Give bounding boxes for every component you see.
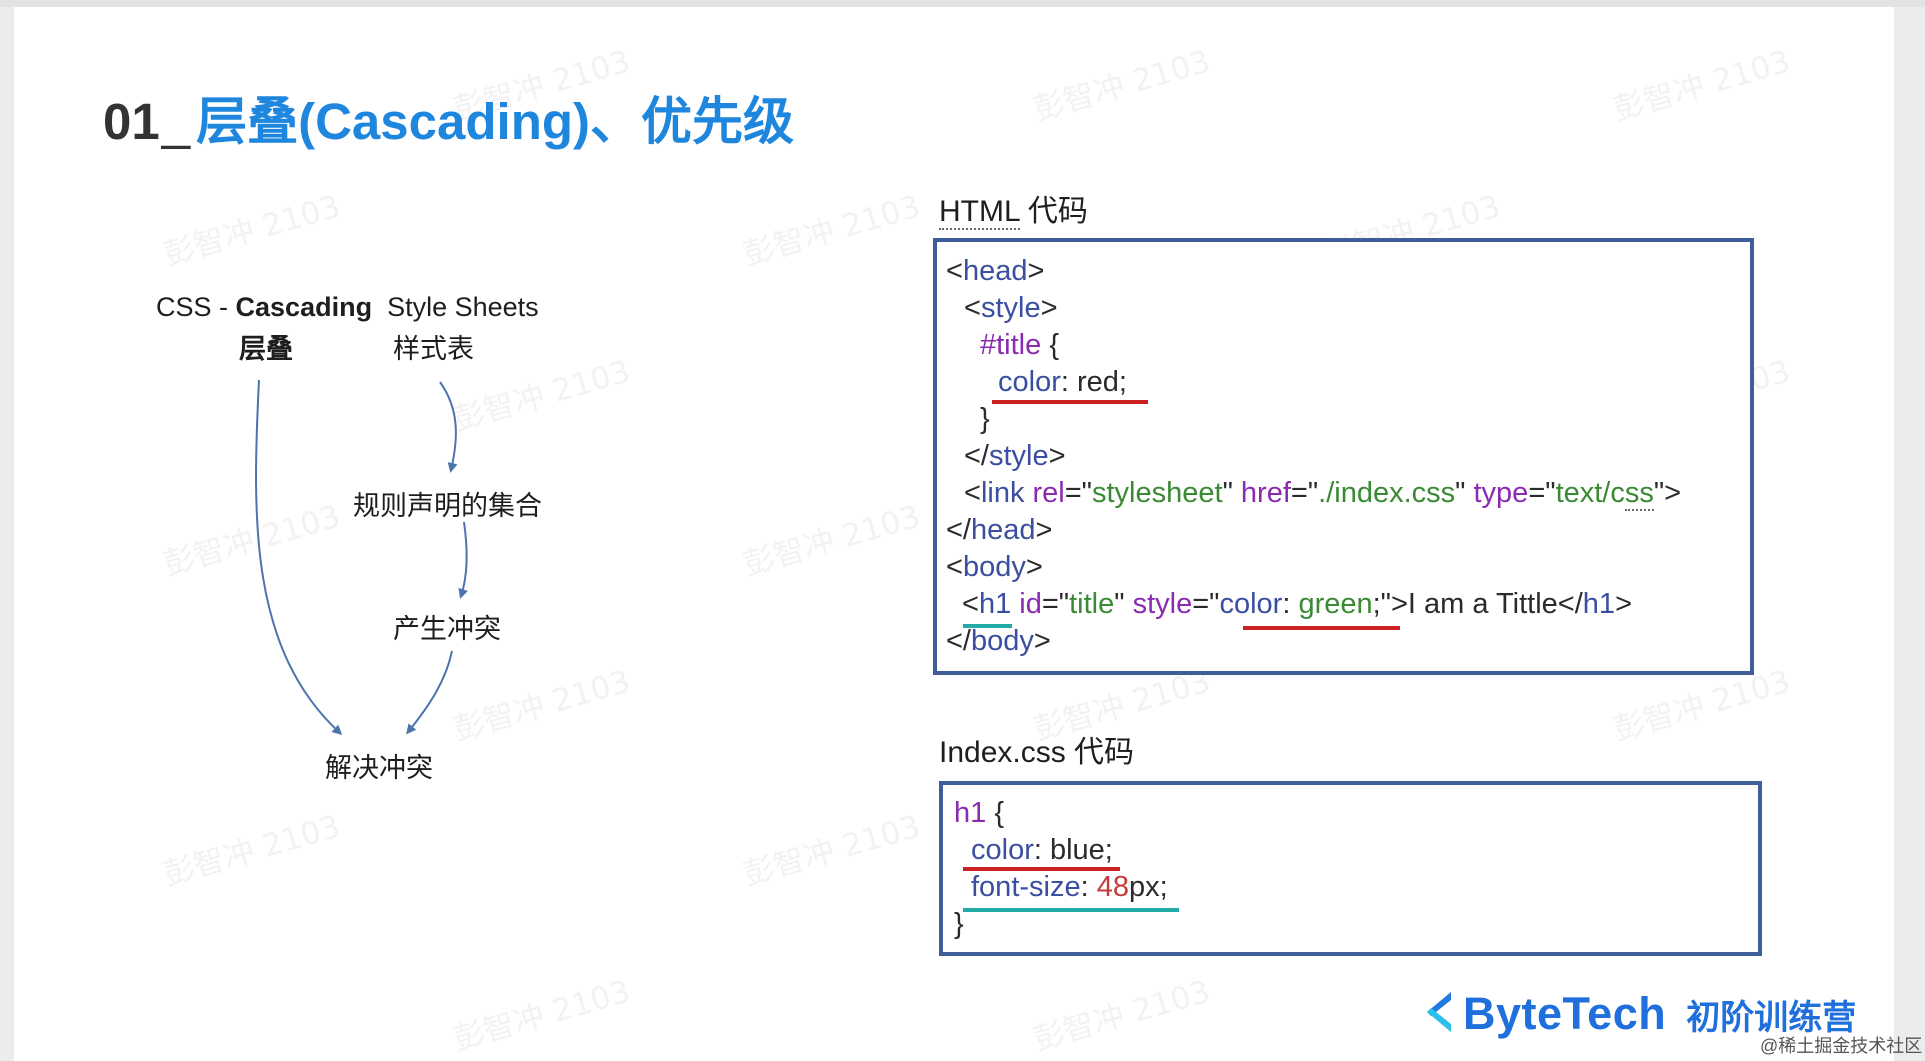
arrow-rules-to-conflict — [458, 521, 468, 599]
html-code-heading-word: HTML — [939, 195, 1020, 230]
top-border — [0, 0, 1925, 7]
rules-collection-label: 规则声明的集合 — [353, 491, 542, 521]
arrow-conflict-to-resolve — [406, 650, 453, 735]
stylesheets-cn-label: 样式表 — [393, 334, 474, 364]
slide-title: 01_层叠(Cascading)、优先级 — [103, 80, 794, 154]
conflict-label: 产生冲突 — [393, 614, 501, 644]
title-separator: _ — [161, 93, 191, 150]
underline-inline-color-green — [1243, 626, 1400, 630]
css-definition-label: CSS - Cascading Style Sheets — [156, 292, 539, 323]
html-line-7: <link rel="stylesheet" href="./index.css… — [964, 477, 1682, 511]
css-line-4: } — [954, 908, 964, 940]
css-line-2: color: blue; — [971, 834, 1113, 866]
underline-title-color-red — [992, 400, 1148, 404]
bytetech-logo: ByteTech 初阶训练营 — [1425, 988, 1856, 1040]
html-line-3: #title { — [980, 329, 1060, 361]
brand-program: 初阶训练营 — [1686, 998, 1857, 1037]
cascading-cn-label: 层叠 — [239, 334, 293, 364]
html-line-1: <head> — [946, 255, 1045, 287]
html-line-4: color: red; — [998, 366, 1127, 398]
style-sheets-word: Style Sheets — [387, 292, 539, 322]
source-credit: @稀土掘金技术社区 — [1760, 1036, 1923, 1056]
html-code-heading: HTML 代码 — [939, 186, 1088, 230]
cascading-word: Cascading — [235, 292, 373, 322]
html-line-11: </body> — [946, 625, 1051, 657]
css-prefix: CSS - — [156, 292, 236, 322]
html-line-8: </head> — [946, 514, 1053, 546]
html-line-6: </style> — [964, 440, 1066, 472]
html-line-5: } — [980, 403, 990, 435]
html-code-box — [933, 238, 1754, 675]
arrow-cascading-to-resolve — [255, 379, 343, 736]
title-text: 层叠(Cascading)、优先级 — [196, 93, 794, 150]
brand-name: ByteTech — [1463, 988, 1667, 1039]
underline-h1-color-blue — [963, 867, 1120, 871]
resolve-label: 解决冲突 — [325, 753, 433, 783]
css-line-1: h1 { — [954, 797, 1005, 829]
arrow-stylesheets-to-rules — [439, 381, 458, 473]
html-code-heading-suffix: 代码 — [1019, 195, 1088, 228]
css-code-heading: Index.css 代码 — [939, 736, 1135, 769]
title-number: 01 — [103, 93, 160, 150]
css-line-3: font-size: 48px; — [971, 871, 1168, 903]
underline-h1-tag — [963, 624, 1012, 628]
bytetech-logo-icon — [1427, 992, 1451, 1032]
html-line-2: <style> — [964, 292, 1058, 324]
html-line-9: <body> — [946, 551, 1043, 583]
underline-font-size — [963, 908, 1179, 912]
html-line-10: <h1 id="title" style="color: green;">I a… — [962, 588, 1632, 620]
